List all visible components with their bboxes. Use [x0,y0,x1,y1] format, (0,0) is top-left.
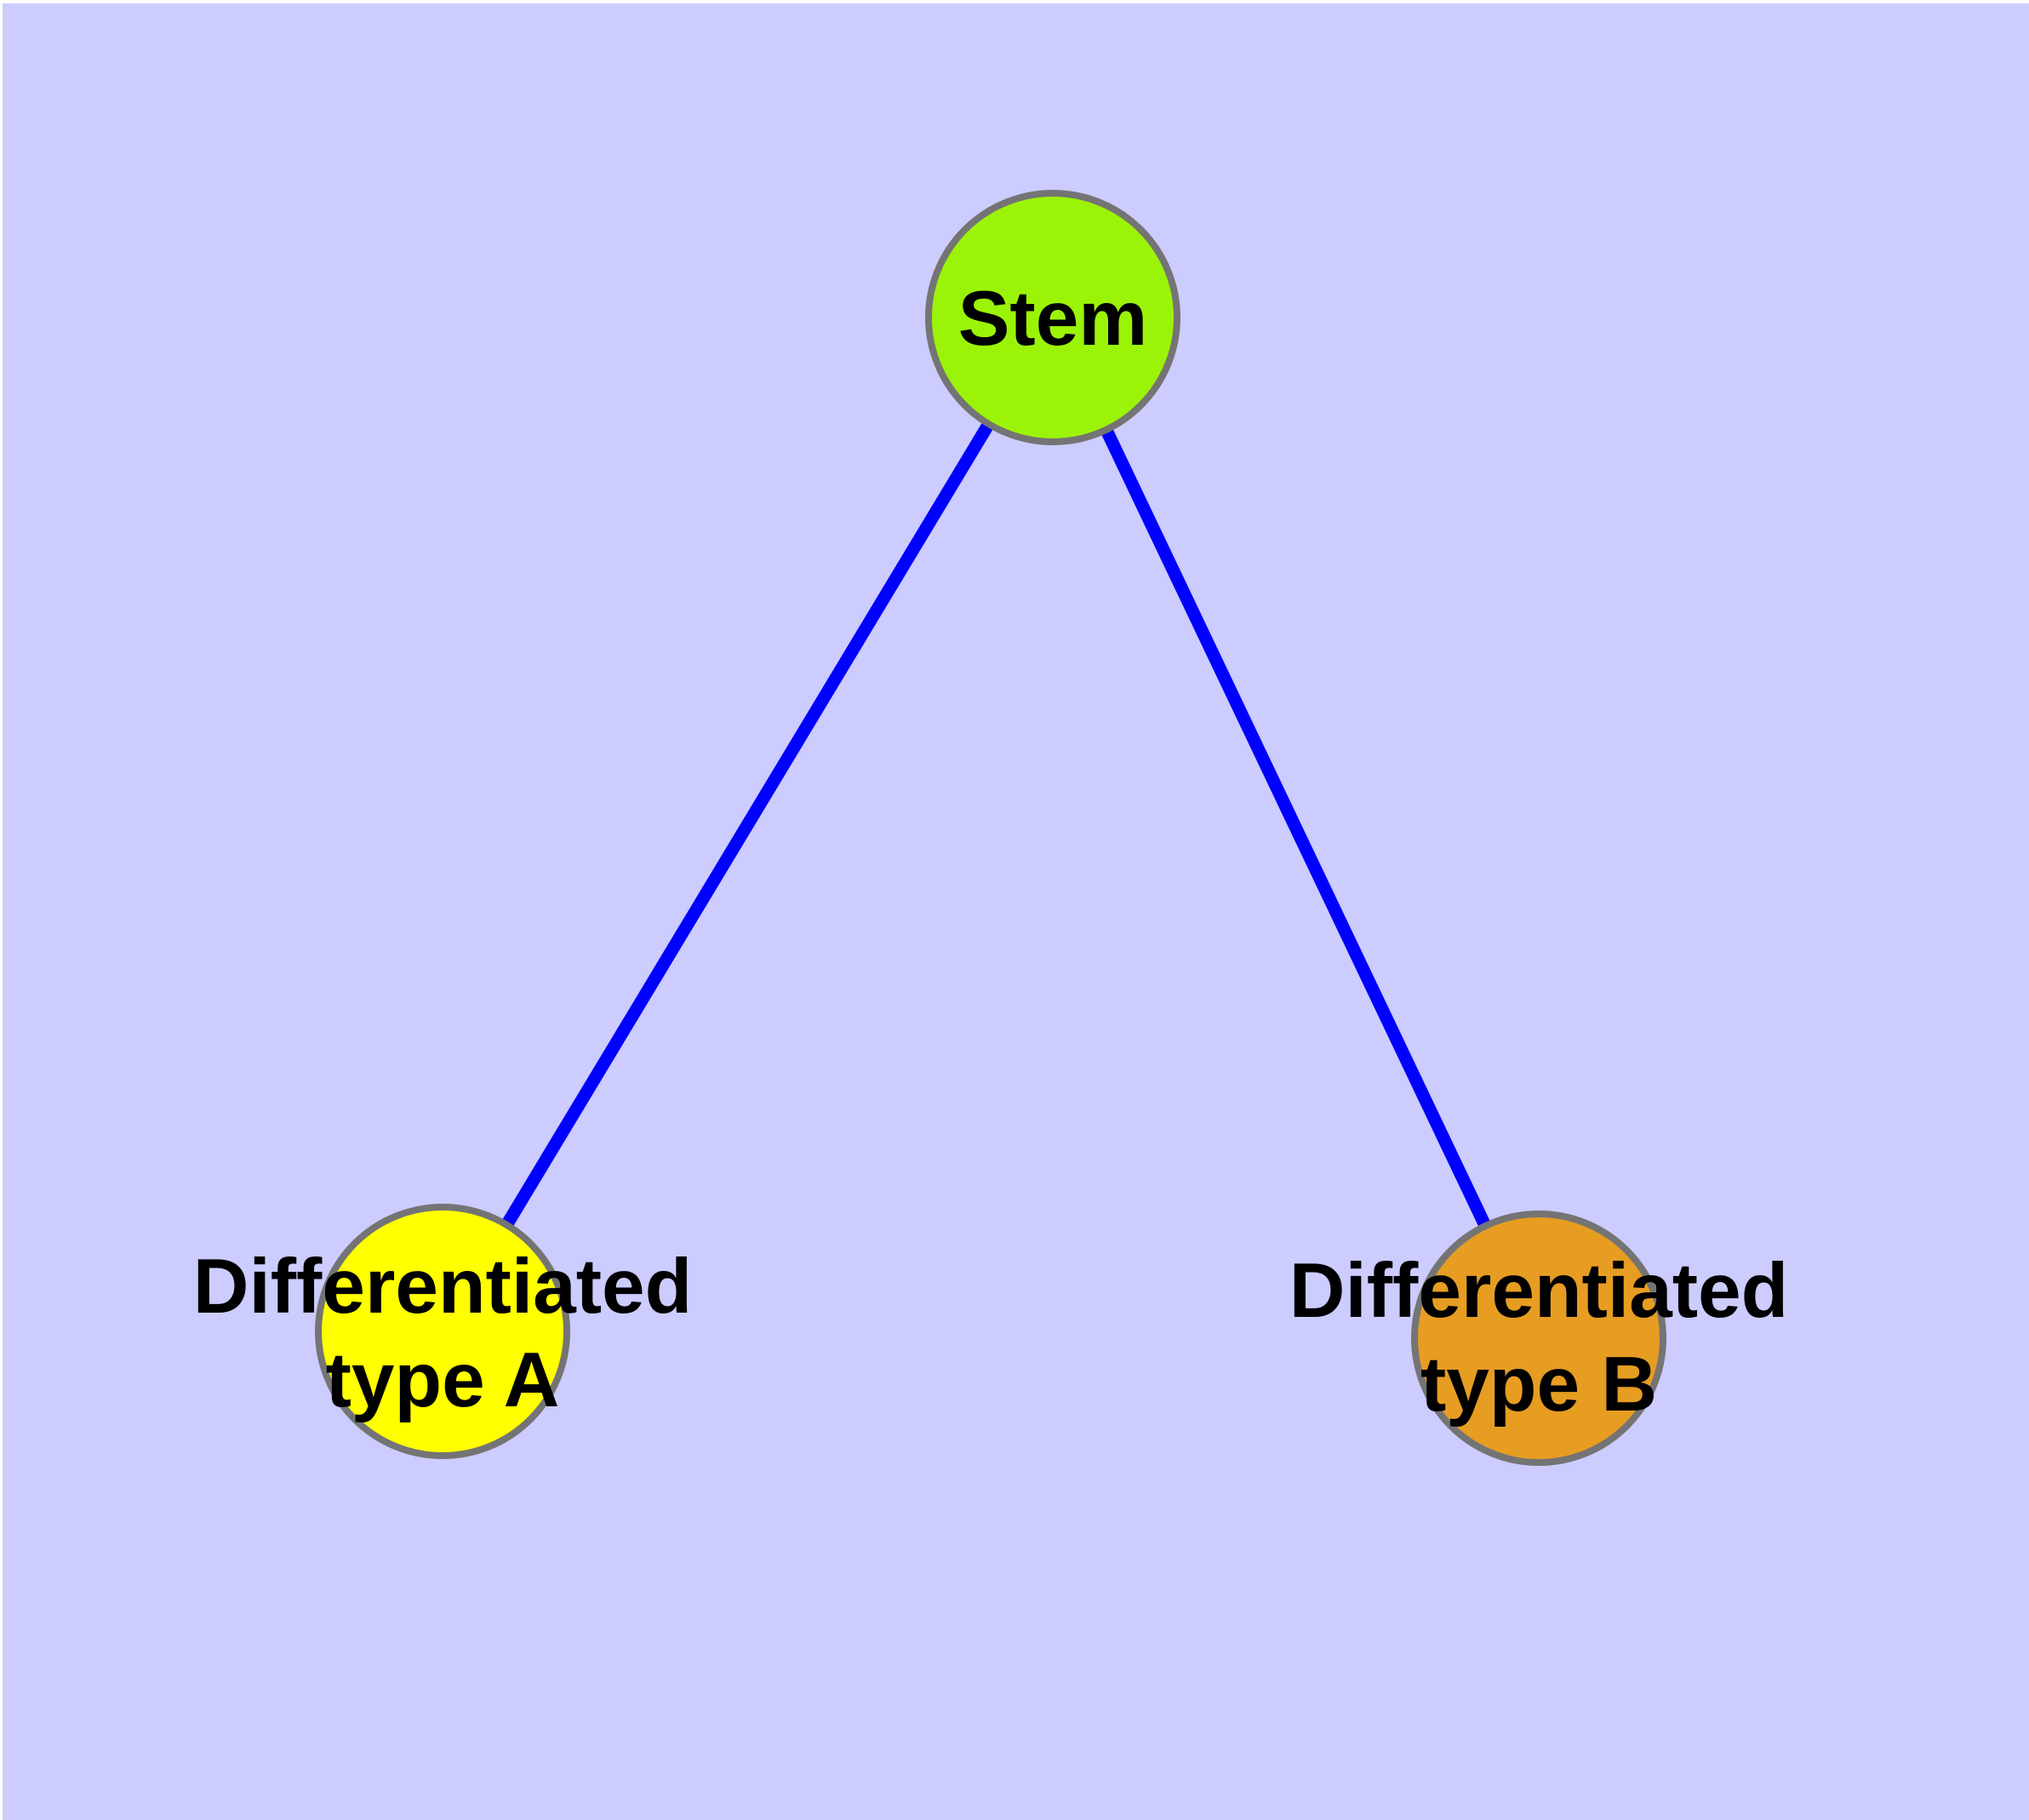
graph-svg [315,190,1666,1466]
node-label-type-b-line1: Differentiated [1289,1248,1789,1334]
node-label-type-b: Differentiated type B [1289,1245,1789,1432]
node-type-b-circle [1411,1210,1666,1466]
edge-stem-to-type-a [437,314,1059,1335]
node-label-type-a-line2: type A [325,1337,560,1423]
edge-stem-to-type-b [1047,314,1545,1342]
node-type-a-circle [315,1204,570,1459]
node-label-type-a-line1: Differentiated [192,1244,693,1330]
node-label-stem: Stem [957,276,1148,362]
node-label-type-a: Differentiated type A [193,1240,693,1428]
node-label-type-b-line2: type B [1420,1342,1658,1428]
node-stem-circle [925,190,1180,445]
graph-canvas: Stem Differentiated type A Differentiate… [3,3,2029,1820]
